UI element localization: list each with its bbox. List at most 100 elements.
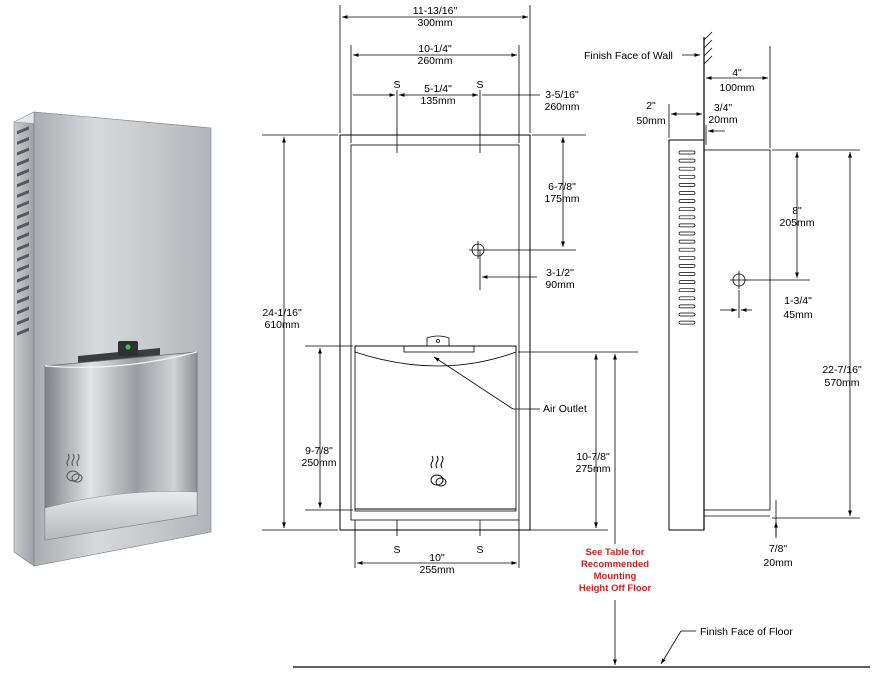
side-vent-slot [678, 231, 696, 236]
air-outlet-leader [433, 356, 514, 410]
mounting-note-line-3: Mounting [594, 571, 637, 582]
dim-recess-width-in: 10-1/4" [418, 43, 452, 55]
front-dimensions [282, 15, 617, 665]
side-flange [668, 139, 705, 531]
side-vent-slot [678, 158, 696, 163]
dim-front-depth-in: 2" [646, 100, 656, 112]
front-basin [354, 345, 517, 512]
dim-side-drop-mm: 205mm [779, 217, 814, 229]
vent-slot [17, 158, 29, 167]
vent-slot [17, 136, 29, 145]
vent-slot [17, 232, 29, 241]
dim-recess-width-mm: 260mm [417, 55, 452, 67]
dim-front-depth-mm: 50mm [636, 115, 665, 127]
mounting-note-line-1: See Table for [586, 547, 645, 558]
dim-overall-width-mm: 300mm [417, 17, 452, 29]
stud-mark-top-left: S [393, 79, 400, 91]
stud-mark-bottom-right: S [476, 544, 483, 556]
mounting-note-line-4: Height Off Floor [579, 583, 652, 594]
front-hands-icon [430, 455, 447, 487]
dim-side-outlet-mm: 45mm [783, 309, 812, 321]
side-vent-slot [678, 223, 696, 228]
basin-floor [44, 491, 198, 541]
side-vent-slot [678, 166, 696, 171]
mounting-note-line-2: Recommended [581, 559, 649, 570]
side-dimensions [671, 53, 852, 538]
basin-lip [354, 345, 517, 367]
side-vent-slot [678, 191, 696, 195]
dim-outlet-offset-mm: 90mm [545, 279, 574, 291]
dim-recess-lower-mm: 275mm [575, 463, 610, 475]
side-vent-slot [678, 296, 696, 301]
front-elevation [339, 90, 531, 536]
dim-side-offset-in: 3-5/16" [545, 89, 579, 101]
side-vent-slots [678, 150, 696, 325]
side-vent-slot [678, 247, 696, 252]
air-outlet-label: Air Outlet [543, 403, 587, 415]
front-extension-lines [262, 5, 638, 568]
vent-slot [17, 147, 29, 156]
dim-wall-projection-mm: 100mm [719, 82, 754, 94]
side-vent-slot [678, 280, 696, 284]
vent-slot [17, 211, 29, 220]
product-photo [13, 111, 212, 567]
vent-slot [17, 179, 29, 188]
finish-wall-label: Finish Face of Wall [584, 50, 673, 62]
side-vent-slot [678, 150, 696, 155]
vent-slot [17, 200, 29, 209]
side-vent-slot [678, 312, 696, 317]
dim-overall-height-mm: 610mm [264, 319, 299, 331]
side-vent-slot [678, 215, 696, 220]
vent-slot [17, 295, 29, 304]
outer-flange [339, 134, 531, 531]
dim-stud-spacing-mm: 135mm [420, 95, 455, 107]
side-vent-slot [678, 183, 696, 187]
side-vent-slot [678, 264, 696, 268]
dim-side-height-in: 22-7/16" [822, 364, 862, 376]
vent-slot [17, 327, 29, 336]
side-elevation [668, 31, 771, 531]
vent-slot [17, 264, 29, 273]
dim-top-outlet-mm: 175mm [544, 193, 579, 205]
vent-slot [17, 274, 29, 283]
dim-side-offset-mm: 260mm [544, 101, 579, 113]
vent-slot [17, 285, 29, 294]
text-labels: 11-13/16" 300mm 10-1/4" 260mm S S 5-1/4"… [262, 5, 862, 638]
dim-side-drop-in: 8" [792, 205, 802, 217]
dim-lower-height-mm: 250mm [301, 457, 336, 469]
dim-bottom-offset-in: 7/8" [769, 543, 788, 555]
dim-overall-width-in: 11-13/16" [413, 5, 458, 17]
indicator-light [125, 344, 131, 350]
vent-slot [17, 221, 29, 230]
vent-slot [17, 189, 29, 198]
side-vent-slot [678, 239, 696, 244]
dim-outlet-offset-in: 3-1/2" [546, 267, 574, 279]
side-vent-slot [678, 255, 696, 260]
stud-mark-bottom-left: S [393, 544, 400, 556]
dim-side-height-mm: 570mm [824, 377, 859, 389]
inner-body [350, 144, 520, 521]
side-vent-slot [678, 272, 696, 276]
side-vent-slot [678, 207, 696, 212]
wall-hatch [703, 31, 713, 65]
dim-overall-height-in: 24-1/16" [262, 307, 302, 319]
vent-slot [17, 126, 29, 135]
side-extension-lines [668, 46, 860, 536]
side-vent-slot [678, 174, 696, 179]
vent-slot [17, 253, 29, 262]
hands-dryer-icon [66, 453, 83, 483]
dim-flange-depth-mm: 20mm [708, 114, 737, 126]
dim-side-outlet-in: 1-3/4" [784, 295, 812, 307]
dim-stud-spacing-in: 5-1/4" [424, 83, 452, 95]
stud-mark-top-right: S [476, 79, 483, 91]
dryer-side-panel [13, 111, 35, 567]
finish-floor-label: Finish Face of Floor [700, 626, 793, 638]
dim-bottom-offset-mm: 20mm [763, 557, 792, 569]
dim-bottom-width-mm: 255mm [419, 564, 454, 576]
dim-bottom-width-in: 10" [429, 552, 445, 564]
floor-leader [660, 630, 682, 665]
side-vent-slot [678, 288, 696, 293]
dim-lower-height-in: 9-7/8" [305, 445, 333, 457]
